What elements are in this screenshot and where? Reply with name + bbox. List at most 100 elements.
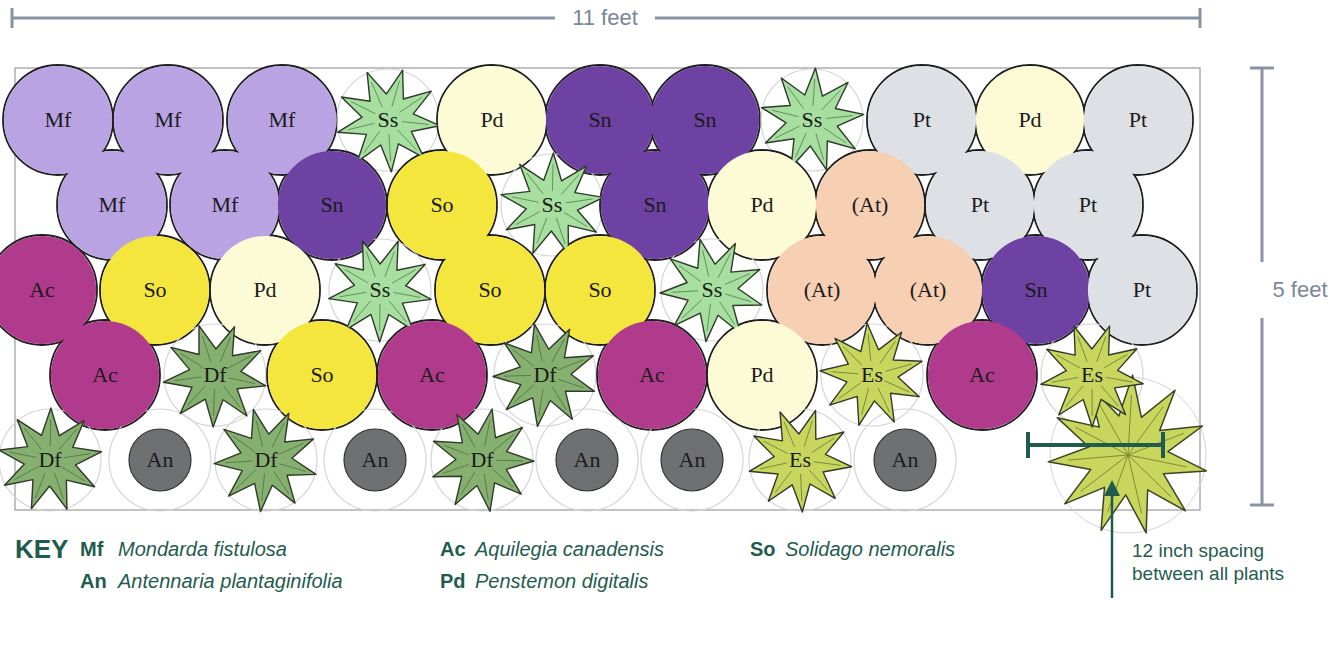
leaf-vein [707, 304, 710, 331]
plant-code: Df [38, 447, 61, 473]
leaf-vein [402, 122, 429, 125]
plant-code: Ac [639, 362, 665, 388]
leaf-vein [227, 356, 251, 369]
plant-circle: An [637, 405, 747, 515]
leaf-vein [1106, 377, 1133, 382]
leaf-symbol [164, 326, 266, 427]
leaf-vein [812, 438, 835, 453]
plant-code: Ss [802, 107, 823, 133]
leaf-vein [262, 474, 265, 501]
plant-code: An [679, 447, 706, 473]
plant-code: Pt [1129, 107, 1147, 133]
leaf-vein [556, 218, 565, 244]
leaf-vein [256, 420, 263, 446]
leaf-vein [188, 385, 206, 405]
leaf-vein [1078, 337, 1087, 362]
leaf-vein [526, 173, 543, 194]
plant-code: Ac [92, 362, 118, 388]
plant-code: Ac [969, 362, 995, 388]
plant-code: (At) [852, 192, 889, 218]
species-name: Solidago nemoralis [785, 538, 955, 561]
leaf-vein [561, 174, 579, 194]
leaf-vein [839, 383, 861, 399]
leaf-vein [340, 292, 367, 296]
leaf-vein [389, 134, 391, 161]
plant-circle: Pt [1087, 235, 1197, 345]
leaf-vein [703, 250, 709, 276]
key-code: So [750, 538, 776, 561]
leaf-vein [788, 87, 804, 109]
leaf-vein [826, 116, 853, 119]
plant-fill [598, 321, 706, 429]
key-code: Pd [440, 570, 466, 593]
species-name: Antennaria plantaginifolia [118, 570, 343, 593]
plant-code: So [478, 277, 501, 303]
leaf-vein [1128, 455, 1187, 467]
dimension-tick [1250, 504, 1274, 507]
leaf-vein [537, 335, 542, 361]
leaf-vein [351, 102, 375, 114]
leaf-vein [389, 301, 406, 322]
leaf-vein [813, 79, 815, 106]
leaf-vein [566, 199, 593, 203]
plant-fill [874, 429, 936, 491]
leaf-vein [552, 164, 554, 191]
plant-code: Pd [1018, 107, 1041, 133]
leaf-vein [512, 197, 538, 202]
leaf-vein [775, 126, 799, 138]
leaf-vein [279, 464, 305, 471]
leaf-vein [353, 301, 371, 322]
plant-code: Pt [913, 107, 931, 133]
plant-code: Mf [212, 192, 239, 218]
plant-circle: Df [427, 405, 537, 515]
leaf-vein [493, 469, 513, 487]
plant-code: Pd [750, 192, 773, 218]
plant-circle: Pd [707, 320, 817, 430]
plant-circle: An [105, 405, 215, 515]
leaf-vein [385, 252, 394, 277]
leaf-symbol [433, 409, 534, 511]
plant-circle: Df [490, 320, 600, 430]
leaf-vein [682, 300, 702, 319]
leaf-vein [885, 364, 911, 371]
dimension-tick [1250, 67, 1274, 70]
plant-code: Pt [1079, 192, 1097, 218]
dimension-line [12, 17, 555, 20]
leaf-vein [725, 274, 750, 285]
plant-circle: So [267, 320, 377, 430]
dimension-line [655, 17, 1200, 20]
leaf-vein [795, 133, 806, 158]
leaf-vein [824, 128, 846, 143]
leaf-vein [233, 436, 255, 452]
plant-circle: Ac [927, 320, 1037, 430]
leaf-vein [484, 474, 488, 501]
leaf-symbol [1041, 326, 1143, 427]
plant-code: An [574, 447, 601, 473]
plant-code: An [362, 447, 389, 473]
key-code: An [80, 570, 107, 593]
plant-fill [344, 429, 406, 491]
leaf-vein [814, 462, 841, 466]
leaf-vein [1128, 455, 1171, 497]
plant-code: Pd [750, 362, 773, 388]
species-name: Aquilegia canadensis [475, 538, 664, 561]
spacing-outline [854, 409, 956, 511]
measure-tick [1026, 432, 1030, 458]
plant-code: Es [789, 447, 811, 473]
leaf-vein [1104, 354, 1127, 368]
leaf-vein [443, 465, 469, 474]
dimension-line [1261, 318, 1264, 505]
leaf-vein [50, 419, 51, 446]
leaf-vein [366, 251, 375, 276]
plant-fill [378, 321, 486, 429]
leaf-vein [772, 110, 798, 116]
plant-code: Sn [320, 192, 343, 218]
leaf-vein [398, 130, 417, 150]
dimension-label: 5 feet [1264, 277, 1335, 303]
plant-circle: An [850, 405, 960, 515]
plant-code: Ac [29, 277, 55, 303]
leaf-vein [202, 336, 210, 362]
plant-circle: Df [211, 405, 321, 515]
plant-code: Df [533, 362, 556, 388]
leaf-vein [229, 378, 255, 384]
